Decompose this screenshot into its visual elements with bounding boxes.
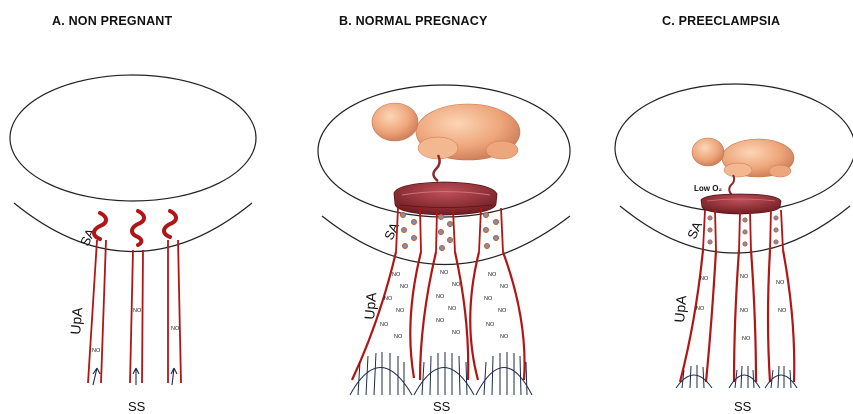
no-marker: NO bbox=[392, 272, 401, 278]
spiral-beads bbox=[708, 216, 778, 246]
sa-label: SA bbox=[684, 219, 705, 241]
no-marker: NO bbox=[700, 276, 709, 282]
panel-b: SA UpA SS bbox=[318, 85, 570, 414]
no-marker: NO bbox=[440, 270, 449, 276]
flow-arrows-icon bbox=[676, 365, 797, 388]
no-marker: NO bbox=[778, 308, 787, 314]
uterus-cavity bbox=[10, 75, 256, 201]
no-marker: NO bbox=[384, 296, 393, 302]
placenta-icon bbox=[701, 194, 781, 214]
no-marker: NO bbox=[500, 334, 509, 340]
no-marker: NO bbox=[171, 326, 180, 332]
no-marker: NO bbox=[696, 306, 705, 312]
upa-label: UpA bbox=[67, 306, 85, 335]
umbilical-cord bbox=[729, 175, 734, 195]
flow-arrows-icon bbox=[350, 352, 532, 395]
spiral-beads bbox=[400, 212, 498, 250]
spiral-artery bbox=[132, 211, 144, 245]
no-marker: NO bbox=[448, 306, 457, 312]
no-marker: NO bbox=[133, 308, 142, 314]
uterine-wall-arc bbox=[322, 216, 570, 265]
ss-label: SS bbox=[734, 399, 752, 414]
no-marker: NO bbox=[92, 348, 101, 354]
fetus-icon bbox=[372, 103, 520, 160]
sa-label: SA bbox=[381, 220, 402, 242]
low-oxygen-label: Low O₂ bbox=[694, 184, 722, 193]
no-marker: NO bbox=[498, 308, 507, 314]
no-marker: NO bbox=[742, 336, 751, 342]
no-marker: NO bbox=[776, 280, 785, 286]
no-markers: NO NO NO NO NO NO NO NO NO NO NO NO NO N… bbox=[380, 270, 509, 340]
spiral-arteries bbox=[94, 211, 176, 245]
no-marker: NO bbox=[380, 322, 389, 328]
no-marker: NO bbox=[500, 284, 509, 290]
no-marker: NO bbox=[452, 330, 461, 336]
fetus-icon bbox=[692, 138, 794, 177]
ss-label: SS bbox=[128, 399, 146, 414]
no-marker: NO bbox=[436, 318, 445, 324]
no-marker: NO bbox=[436, 294, 445, 300]
upa-label: UpA bbox=[671, 294, 689, 323]
no-marker: NO bbox=[394, 334, 403, 340]
panel-a: SA UpA SS NO NO NO bbox=[10, 75, 256, 414]
flow-arrows-icon bbox=[93, 368, 177, 385]
no-marker: NO bbox=[740, 274, 749, 280]
no-marker: NO bbox=[452, 282, 461, 288]
no-marker: NO bbox=[488, 272, 497, 278]
no-marker: NO bbox=[486, 322, 495, 328]
spiral-artery bbox=[164, 211, 176, 237]
no-marker: NO bbox=[484, 296, 493, 302]
panel-c: SA UpA SS Low O₂ bbox=[615, 84, 853, 414]
spiral-artery bbox=[94, 213, 106, 239]
no-marker: NO bbox=[396, 308, 405, 314]
no-marker: NO bbox=[400, 284, 409, 290]
ss-label: SS bbox=[433, 399, 451, 414]
uterine-arteries bbox=[680, 250, 794, 382]
no-marker: NO bbox=[740, 308, 749, 314]
